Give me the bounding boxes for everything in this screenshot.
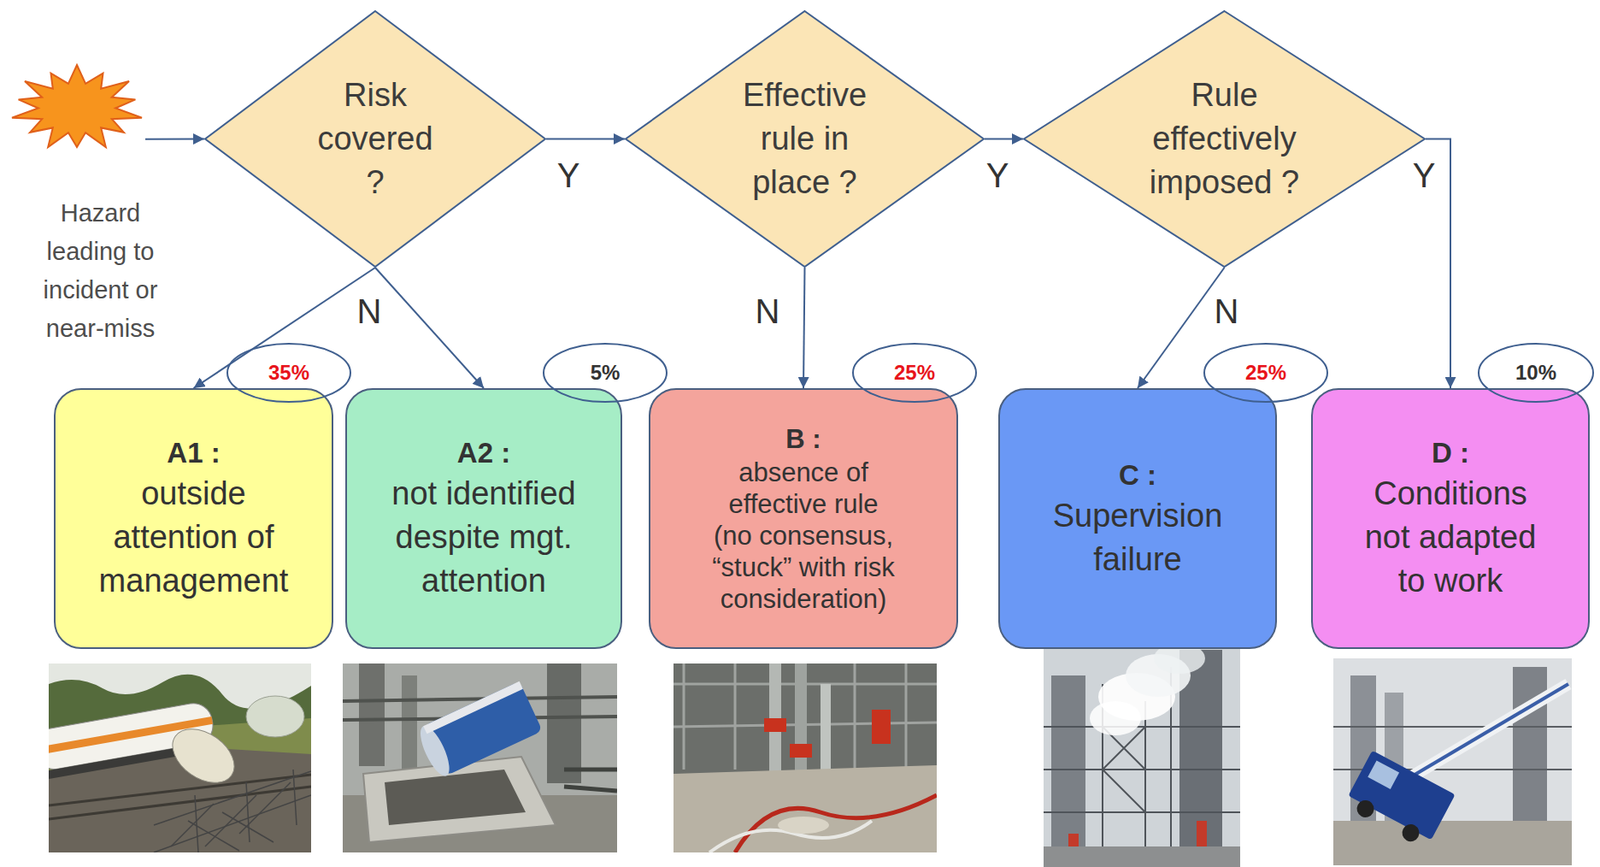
- node-text: Hazard leading to incident or near-miss: [32, 194, 170, 348]
- starburst-icon: [8, 63, 146, 153]
- percentage-ellipse: 25%: [851, 341, 978, 404]
- text-block: Risk covered ?: [204, 73, 547, 205]
- node-text: Risk covered ?: [311, 73, 440, 205]
- text-block: 5%: [541, 360, 669, 385]
- diamond-shape: [625, 11, 984, 267]
- text-block: Hazard leading to incident or near-miss: [4, 194, 197, 348]
- text-block: D :Conditions not adapted to work: [1312, 434, 1589, 603]
- box-heading: D :: [1312, 434, 1589, 472]
- hazard-burst: Hazard leading to incident or near-miss: [4, 59, 197, 352]
- decision-diamond: Risk covered ?: [204, 10, 547, 268]
- percentage-ellipse: 5%: [541, 341, 669, 404]
- edge-label: N: [1212, 292, 1242, 330]
- percentage-ellipse: 10%: [1476, 341, 1595, 404]
- text-block: Effective rule in place ?: [624, 73, 985, 205]
- tipped-tank-photo: [342, 663, 618, 853]
- diamond-shape: [1023, 11, 1425, 267]
- steam-leak-photo: [1043, 641, 1241, 867]
- box-heading: A1 :: [55, 434, 332, 472]
- connector-arrow: [375, 267, 484, 389]
- text-block: 25%: [1202, 360, 1330, 385]
- box-heading: C :: [1000, 456, 1276, 495]
- node-text: Effective rule in place ?: [736, 73, 874, 205]
- text-block: B :absence of effective rule (no consens…: [650, 422, 957, 615]
- edge-label: Y: [1411, 156, 1438, 195]
- percentage-text: 5%: [541, 360, 669, 385]
- category-box: A2 :not identified despite mgt. attentio…: [345, 388, 623, 649]
- edge-label: N: [355, 292, 384, 330]
- edge-label: Y: [984, 156, 1012, 195]
- connector-arrow: [194, 267, 377, 389]
- node-text: Supervision failure: [1037, 494, 1239, 582]
- percentage-text: 25%: [851, 360, 978, 385]
- box-heading: A2 :: [347, 434, 621, 472]
- node-text: outside attention of management: [93, 471, 295, 603]
- text-block: 35%: [225, 360, 353, 385]
- text-block: 10%: [1476, 360, 1595, 385]
- node-text: absence of effective rule (no consensus,…: [707, 456, 900, 615]
- text-block: Rule effectively imposed ?: [1023, 73, 1426, 205]
- percentage-text: 10%: [1476, 360, 1595, 385]
- derailed-tanker-photo: [48, 663, 312, 853]
- text-block: A1 :outside attention of management: [55, 434, 332, 603]
- connector-arrow: [803, 267, 806, 389]
- connector-arrow: [1137, 267, 1225, 389]
- text-block: C :Supervision failure: [1000, 456, 1276, 582]
- pipework-photo: [673, 663, 937, 853]
- percentage-ellipse: 35%: [225, 341, 353, 404]
- decision-diamond: Rule effectively imposed ?: [1023, 10, 1426, 268]
- box-heading: B :: [650, 422, 957, 457]
- category-box: B :absence of effective rule (no consens…: [648, 388, 959, 649]
- percentage-text: 35%: [225, 360, 353, 385]
- connector-arrow: [546, 138, 625, 141]
- text-block: 25%: [851, 360, 978, 385]
- category-box: D :Conditions not adapted to work: [1311, 388, 1590, 649]
- node-text: Conditions not adapted to work: [1354, 471, 1548, 603]
- category-box: A1 :outside attention of management: [53, 388, 334, 649]
- connector-arrow: [145, 138, 205, 141]
- node-text: Rule effectively imposed ?: [1145, 73, 1304, 205]
- percentage-text: 25%: [1202, 360, 1330, 385]
- starburst-shape: [11, 64, 142, 148]
- category-box: C :Supervision failure: [998, 388, 1277, 649]
- text-block: A2 :not identified despite mgt. attentio…: [347, 434, 621, 603]
- edge-label: Y: [555, 156, 583, 195]
- toppled-crane-photo: [1333, 658, 1572, 865]
- connector-arrow: [984, 138, 1024, 141]
- decision-diamond: Effective rule in place ?: [624, 10, 985, 268]
- diamond-shape: [205, 11, 546, 267]
- node-text: not identified despite mgt. attention: [383, 471, 585, 603]
- edge-label: N: [753, 292, 783, 330]
- percentage-ellipse: 25%: [1202, 341, 1330, 404]
